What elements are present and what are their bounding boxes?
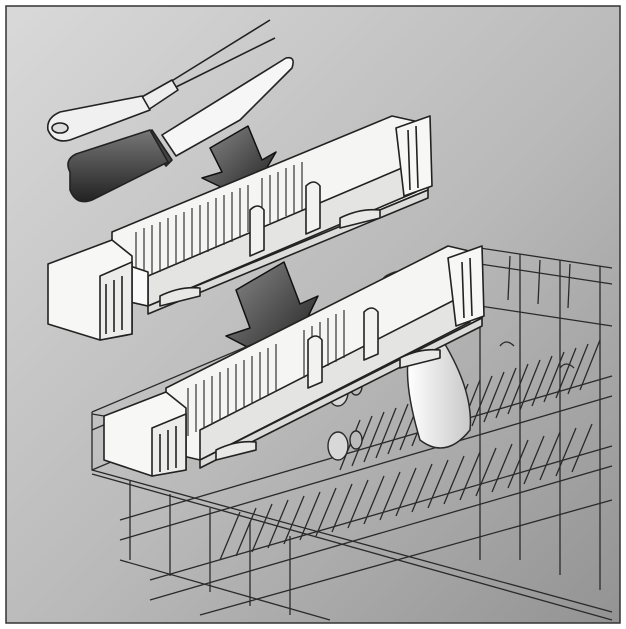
knife-icon [67, 56, 294, 203]
cutlery-shelf-icon [47, 115, 433, 341]
cutlery-shelf-icon [103, 245, 485, 477]
dish-rack-icon [91, 247, 613, 621]
carving-fork-icon [46, 19, 276, 142]
rack-front-rail [91, 413, 613, 621]
